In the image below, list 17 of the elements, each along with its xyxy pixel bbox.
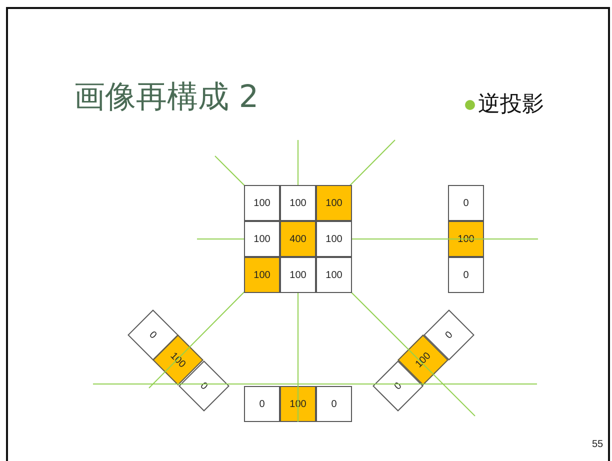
pixel-cell: 100 bbox=[316, 257, 352, 293]
pixel-cell: 100 bbox=[280, 185, 316, 221]
slide-title: 画像再構成 2 bbox=[74, 78, 259, 117]
pixel-cell: 0 bbox=[448, 185, 484, 221]
pixel-cell: 0 bbox=[244, 386, 280, 422]
pixel-cell: 0 bbox=[316, 386, 352, 422]
pixel-cell: 100 bbox=[280, 257, 316, 293]
pixel-cell: 100 bbox=[316, 221, 352, 257]
pixel-cell: 100 bbox=[244, 221, 280, 257]
pixel-cell: 100 bbox=[244, 185, 280, 221]
page-number: 55 bbox=[592, 439, 604, 450]
pixel-cell: 400 bbox=[280, 221, 316, 257]
pixel-cell: 0 bbox=[448, 257, 484, 293]
bullet-text: 逆投影 bbox=[478, 91, 544, 119]
pixel-cell: 100 bbox=[280, 386, 316, 422]
pixel-cell: 100 bbox=[316, 185, 352, 221]
pixel-cell: 100 bbox=[244, 257, 280, 293]
